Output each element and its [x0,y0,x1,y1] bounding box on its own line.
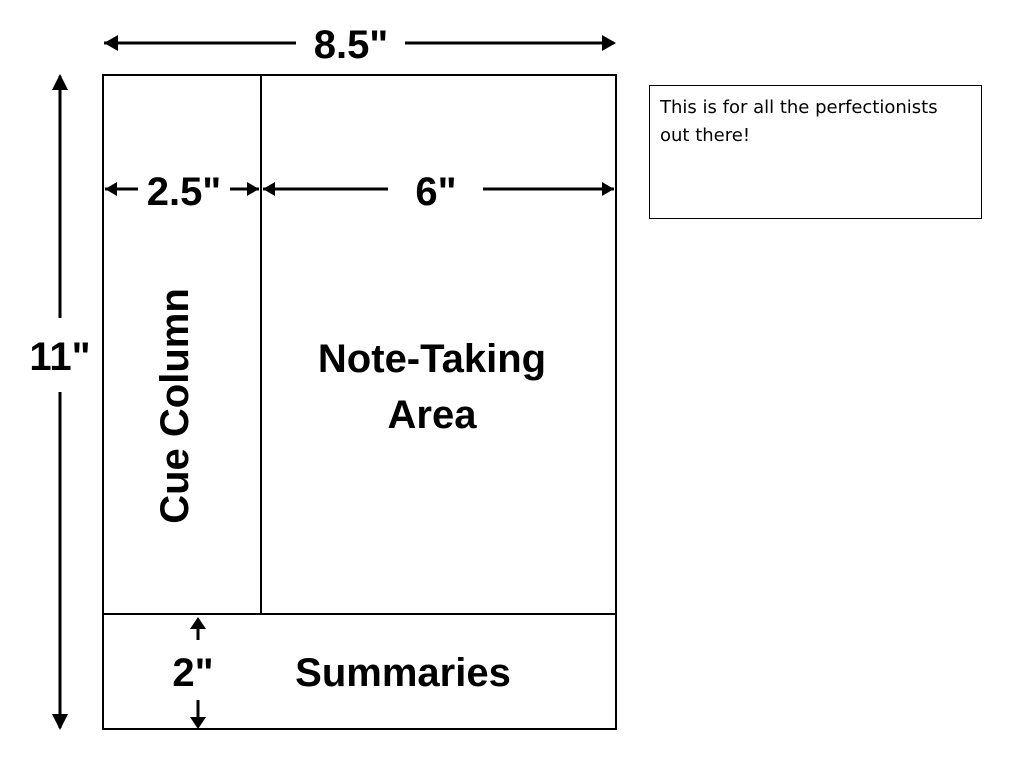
note-taking-label-line2: Area [388,393,478,437]
note-text-box: This is for all the perfectionists out t… [649,85,982,219]
height-label: 11" [29,335,90,379]
notes-width-label: 6" [415,170,456,214]
notes-width-arrow [263,182,614,196]
summary-height-arrow [190,617,206,729]
height-dimension-arrow [52,74,68,730]
summaries-label: Summaries [295,651,511,695]
cue-width-arrow [105,182,259,196]
summary-height-label: 2" [172,651,213,695]
cue-width-label: 2.5" [147,170,222,214]
page-outline [102,74,617,730]
width-dimension-arrow [104,35,616,51]
width-label: 8.5" [314,23,389,67]
note-taking-label-line1: Note-Taking [318,337,546,381]
cue-column-label: Cue Column [153,288,197,524]
note-text: This is for all the perfectionists out t… [660,97,938,146]
